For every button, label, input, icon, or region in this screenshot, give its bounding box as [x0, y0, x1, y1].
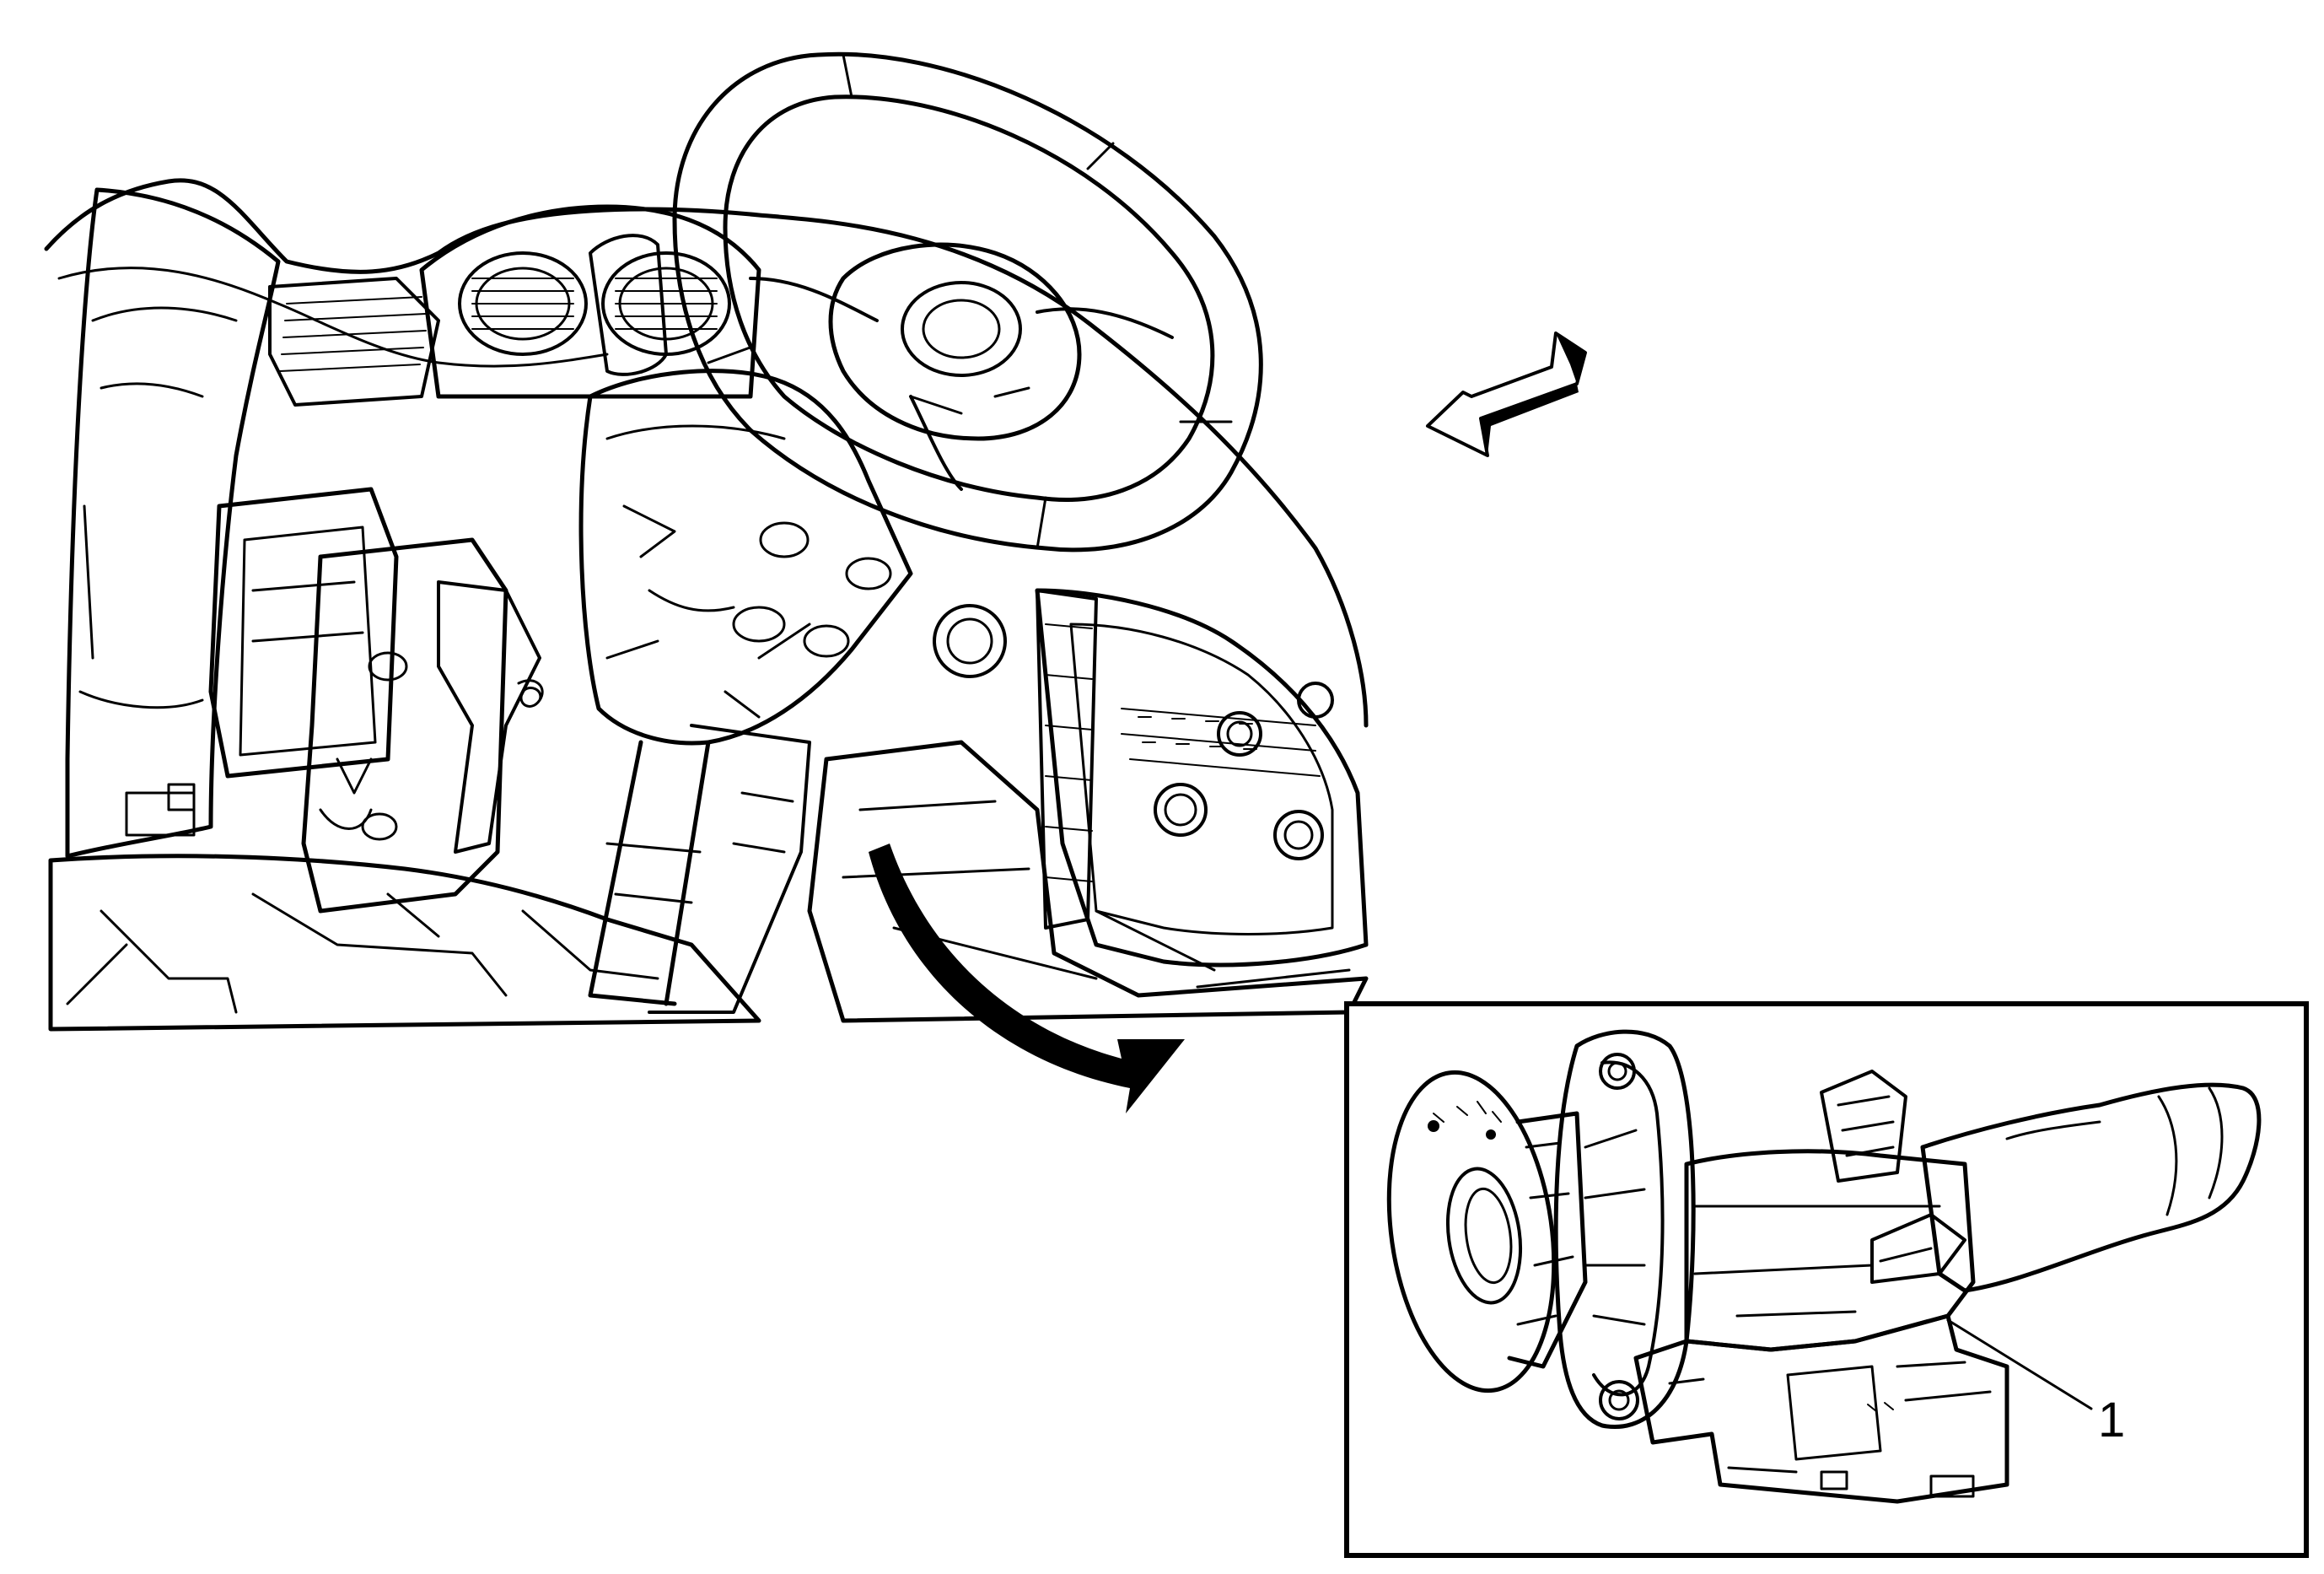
shroud-hole-4: [803, 624, 850, 658]
column-lock-housing: [1507, 1111, 1588, 1369]
combination-switch-body: [1684, 1149, 1976, 1352]
shroud-hole-1: [759, 521, 810, 558]
pedal-bracket: [437, 580, 541, 854]
column-support-bracket: [301, 537, 508, 914]
left-vent-slats: [279, 296, 427, 372]
steering-column-shroud: [578, 369, 913, 746]
steering-shaft-brackets: [648, 724, 811, 1014]
center-vent: [1036, 589, 1098, 930]
dashboard-top-outline: [44, 178, 1369, 728]
pedal-spring: [517, 679, 544, 708]
view-direction-arrow-icon: [1426, 332, 1587, 457]
connector-left-small: [167, 783, 196, 811]
under-dash-frame: [48, 854, 761, 1032]
lower-center-console: [807, 740, 1369, 1023]
instrument-cluster-hood: [419, 204, 761, 399]
lock-housing-detail: [1516, 1141, 1574, 1326]
radio-knobs: [933, 604, 1334, 860]
steering-wheel: [672, 51, 1263, 553]
steering-column-bracket-tab: [1633, 1313, 2009, 1504]
shaft-cross-lines: [605, 791, 794, 904]
bracket-slot-2: [1929, 1474, 1975, 1498]
curved-detail-arrow-icon: [869, 844, 1185, 1113]
dashboard-illustration: [44, 51, 1369, 1032]
detail-inset: [1344, 1001, 2309, 1558]
detail-inset-frame: [1344, 1001, 2309, 1558]
turn-signal-lever-main: [589, 234, 668, 376]
bracket-hole-1: [368, 651, 408, 682]
bracket-marks: [1867, 1402, 1894, 1412]
multifunction-lever: [1870, 1082, 2262, 1293]
console-detail-lines: [842, 800, 1351, 989]
shroud-hole-2: [845, 557, 892, 590]
instrument-gauges: [458, 251, 731, 356]
center-stack-inner: [1069, 623, 1334, 935]
bracket-slot-1: [1820, 1470, 1848, 1490]
center-stack-bezel: [1035, 588, 1369, 968]
switch-body-lines: [1693, 1205, 1941, 1318]
callout-number-1: 1: [2098, 1393, 2126, 1447]
left-module-box: [208, 487, 399, 779]
clock-spring-flange: [1553, 1029, 1696, 1429]
bracket-holes: [319, 757, 373, 830]
dashboard-lip: [57, 267, 609, 368]
left-pillar-panel: [65, 187, 281, 859]
ignition-lock-disc: [1386, 1070, 1557, 1393]
floor-panel-lines: [66, 892, 659, 1014]
upper-bracket-detail: [1837, 1095, 1895, 1157]
shroud-hole-3: [732, 606, 786, 643]
shroud-detail-lines: [605, 424, 811, 719]
left-module-detail: [239, 526, 377, 757]
connector-left: [125, 791, 196, 837]
left-air-vent: [268, 277, 440, 407]
lower-bracket-detail: [1668, 1361, 1992, 1474]
steering-shaft-lower: [588, 740, 711, 1006]
left-pillar-inner: [78, 306, 238, 709]
callout-leader-line: [1946, 1318, 2093, 1410]
column-upper-bracket: [1820, 1070, 1907, 1183]
bracket-hole-2: [361, 812, 398, 841]
center-vent-slats: [1045, 623, 1093, 882]
